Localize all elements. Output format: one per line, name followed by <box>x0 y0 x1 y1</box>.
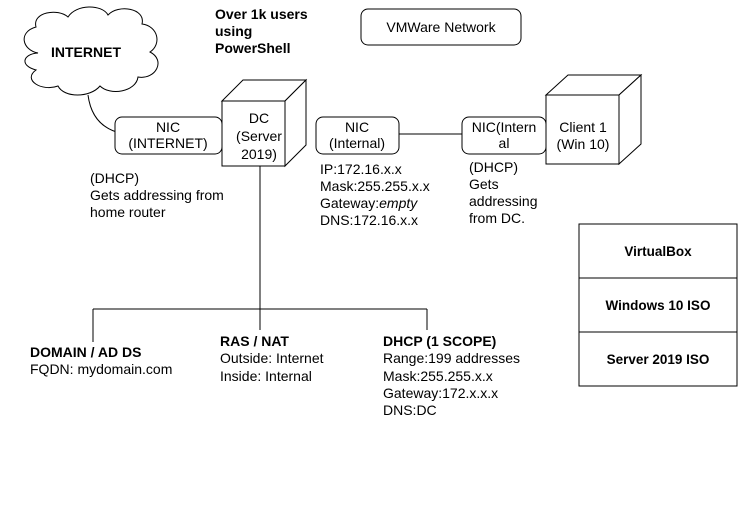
nic-internal: NIC (Internal) <box>315 116 400 155</box>
nic-internet: NIC (INTERNET) <box>114 116 223 155</box>
requirement-server-2019-iso: Server 2019 ISO <box>607 352 710 367</box>
vmware-network-box-frame <box>360 8 522 46</box>
internet-label: INTERNET <box>51 44 121 60</box>
client-dhcp-note: (DHCP) Gets addressing from DC. <box>469 159 538 226</box>
requirement-virtualbox: VirtualBox <box>624 244 692 259</box>
role-domain: DOMAIN / AD DS FQDN: mydomain.com <box>30 344 172 377</box>
nic-internal-frame <box>315 116 400 155</box>
client-computer: Client 1 (Win 10) <box>544 73 643 166</box>
role-ras-line-1: Outside: Internet <box>220 350 324 366</box>
nic-client-line-2: al <box>499 135 510 151</box>
role-domain-title: DOMAIN / AD DS <box>30 344 141 360</box>
client-front-face <box>545 94 620 165</box>
role-dhcp-line-3: Gateway:172.x.x.x <box>383 385 498 401</box>
role-ras-nat: RAS / NAT Outside: Internet Inside: Inte… <box>220 333 324 384</box>
header-title-line-2: using <box>215 23 252 39</box>
role-dhcp-title: DHCP (1 SCOPE) <box>383 333 496 349</box>
cloud-shape <box>23 6 159 96</box>
client-note-line-2: Gets <box>469 176 499 192</box>
dhcp-internet-note-line-2: Gets addressing from <box>90 187 224 203</box>
internal-mask: Mask:255.255.x.x <box>320 178 430 194</box>
nic-internal-line-1: NIC <box>345 119 369 135</box>
internet-cloud: INTERNET <box>23 6 159 96</box>
dc-line-3: 2019) <box>241 146 277 162</box>
client-note-line-1: (DHCP) <box>469 159 518 175</box>
dc-server: DC (Server 2019) <box>220 78 308 168</box>
internal-gateway-prefix: Gateway: <box>320 195 379 211</box>
internal-gateway-value: empty <box>379 195 418 211</box>
client-side-face <box>618 73 642 166</box>
client-note-line-3: addressing <box>469 193 538 209</box>
nic-internet-line-1: NIC <box>156 119 180 135</box>
header-title-line-3: PowerShell <box>215 40 290 56</box>
dhcp-internet-note-line-1: (DHCP) <box>90 170 139 186</box>
client-line-2: (Win 10) <box>557 136 610 152</box>
internal-nic-config: IP:172.16.x.x Mask:255.255.x.x Gateway:e… <box>320 161 430 228</box>
client-line-1: Client 1 <box>559 119 607 135</box>
header-title-line-1: Over 1k users <box>215 6 308 22</box>
requirement-windows-10-iso: Windows 10 ISO <box>606 298 711 313</box>
internal-ip: IP:172.16.x.x <box>320 161 402 177</box>
vmware-network-box: VMWare Network <box>360 8 522 46</box>
dhcp-internet-note-line-3: home router <box>90 204 166 220</box>
client-note-line-4: from DC. <box>469 210 525 226</box>
role-ras-line-2: Inside: Internal <box>220 368 312 384</box>
requirements-table-frame <box>578 223 738 387</box>
role-connectors <box>92 166 428 342</box>
dhcp-internet-note: (DHCP) Gets addressing from home router <box>90 170 224 220</box>
internal-gateway: Gateway:empty <box>320 195 418 211</box>
role-dhcp: DHCP (1 SCOPE) Range:199 addresses Mask:… <box>383 333 520 418</box>
internal-dns: DNS:172.16.x.x <box>320 212 418 228</box>
dc-line-1: DC <box>249 110 269 126</box>
nic-client: NIC(Intern al <box>461 116 547 155</box>
role-dhcp-line-4: DNS:DC <box>383 402 437 418</box>
dc-side-face <box>284 78 307 168</box>
role-dhcp-line-1: Range:199 addresses <box>383 350 520 366</box>
role-domain-line-1: FQDN: mydomain.com <box>30 361 172 377</box>
nic-internal-line-2: (Internal) <box>329 135 385 151</box>
vmware-network-label: VMWare Network <box>386 19 496 35</box>
role-ras-title: RAS / NAT <box>220 333 289 349</box>
role-dhcp-line-2: Mask:255.255.x.x <box>383 368 493 384</box>
nic-client-line-1: NIC(Intern <box>472 119 537 135</box>
nic-internet-line-2: (INTERNET) <box>128 135 207 151</box>
dc-line-2: (Server <box>236 128 282 144</box>
requirements-table: VirtualBox Windows 10 ISO Server 2019 IS… <box>578 223 738 387</box>
